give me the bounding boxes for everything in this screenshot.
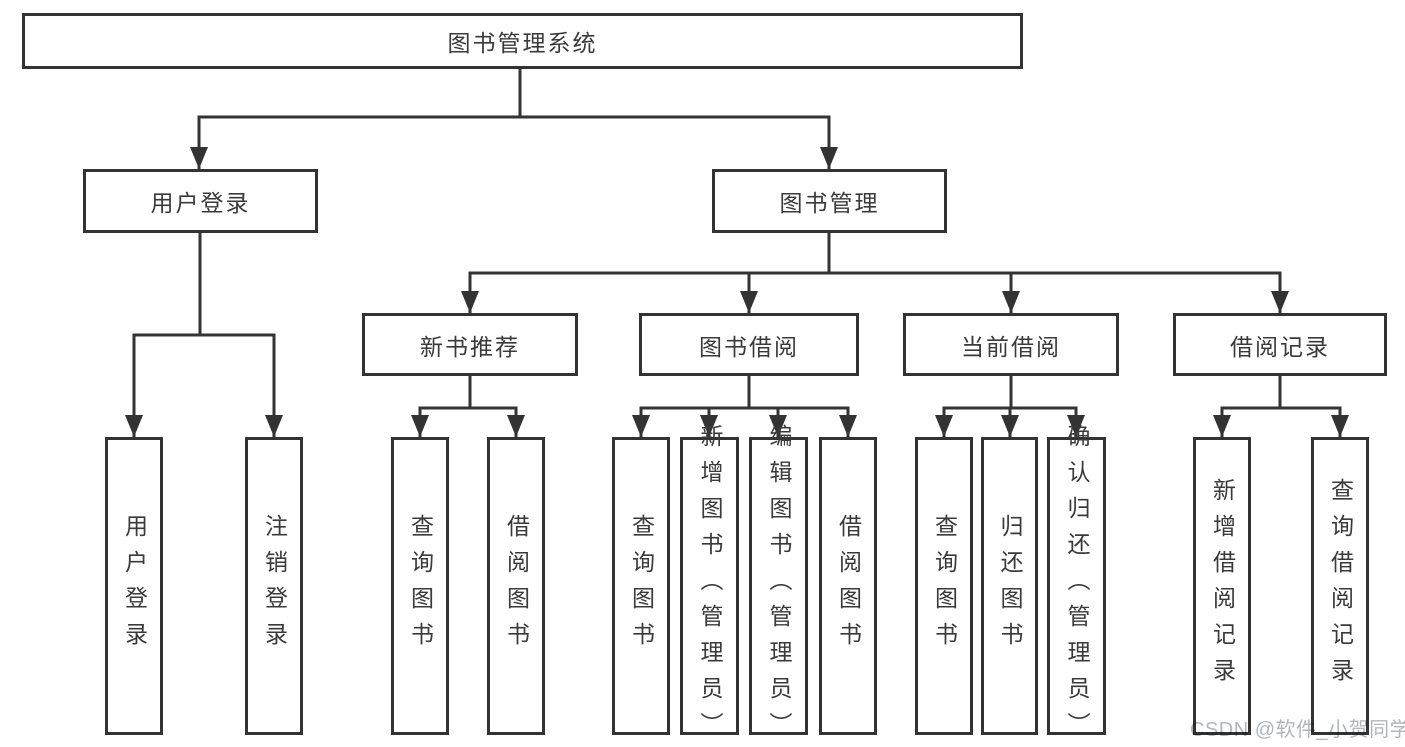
node-label: 当前借阅 <box>961 333 1061 360</box>
leaf-edit-books-admin: 编辑图书（管理员） <box>749 424 808 747</box>
leaf-return-books: 归还图书 <box>981 437 1038 735</box>
node-new-book-recommend: 新书推荐 <box>362 313 578 376</box>
node-label: 图书借阅 <box>699 333 799 360</box>
node-book-borrow: 图书借阅 <box>639 313 859 376</box>
leaf-label: 用户登录 <box>121 514 148 658</box>
node-root-system: 图书管理系统 <box>22 13 1023 69</box>
connector-user-login-children <box>125 233 283 437</box>
leaf-label: 新增借阅记录 <box>1209 478 1236 694</box>
node-user-login: 用户登录 <box>83 169 318 233</box>
connector-root-to-level2 <box>190 69 838 169</box>
leaf-label: 编辑图书（管理员） <box>766 424 792 747</box>
leaf-logout-login: 注销登录 <box>245 437 303 735</box>
connector-new-book-children <box>411 376 525 437</box>
node-label: 图书管理系统 <box>447 30 598 56</box>
connector-book-management-children <box>461 233 1289 313</box>
leaf-label: 查询借阅记录 <box>1327 478 1354 694</box>
connector-current-borrow-children <box>935 376 1085 437</box>
node-borrow-records: 借阅记录 <box>1173 313 1387 376</box>
connector-borrow-record-children <box>1213 376 1349 437</box>
leaf-label: 查询图书 <box>628 514 655 658</box>
leaf-query-books-borrow: 查询图书 <box>612 437 670 735</box>
node-label: 借阅记录 <box>1230 333 1330 360</box>
connector-book-borrow-children <box>632 376 857 437</box>
node-label: 新书推荐 <box>420 333 520 360</box>
csdn-watermark: CSDN @软件_小贺同学 <box>1190 719 1405 741</box>
node-current-borrow: 当前借阅 <box>903 313 1119 376</box>
leaf-query-books-current: 查询图书 <box>915 437 973 735</box>
leaf-label: 注销登录 <box>261 514 288 658</box>
node-label: 图书管理 <box>779 190 880 216</box>
leaf-query-books-recommend: 查询图书 <box>391 437 449 735</box>
leaf-borrow-books-recommend: 借阅图书 <box>487 437 545 735</box>
leaf-user-login: 用户登录 <box>105 437 163 735</box>
leaf-confirm-return-admin: 确认归还（管理员） <box>1047 424 1106 747</box>
leaf-label: 确认归还（管理员） <box>1064 424 1090 747</box>
leaf-query-borrow-record: 查询借阅记录 <box>1311 437 1369 735</box>
leaf-label: 查询图书 <box>931 514 958 658</box>
leaf-label: 新增图书（管理员） <box>697 424 723 747</box>
node-label: 用户登录 <box>150 190 251 216</box>
leaf-label: 借阅图书 <box>835 514 862 658</box>
leaf-label: 借阅图书 <box>503 514 530 658</box>
leaf-borrow-books-borrow: 借阅图书 <box>819 437 877 735</box>
leaf-label: 归还图书 <box>997 514 1023 658</box>
leaf-label: 查询图书 <box>407 514 434 658</box>
leaf-add-borrow-record: 新增借阅记录 <box>1193 437 1251 735</box>
node-book-management: 图书管理 <box>712 169 947 233</box>
leaf-add-books-admin: 新增图书（管理员） <box>680 424 739 747</box>
